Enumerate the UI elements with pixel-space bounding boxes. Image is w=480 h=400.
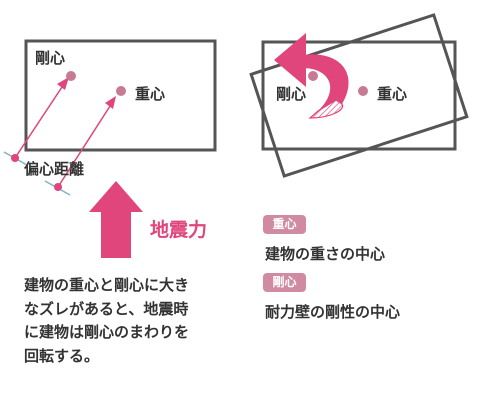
seismic-force-label: 地震力 bbox=[150, 218, 207, 241]
baseline-dot-1 bbox=[11, 154, 19, 162]
caption-line: 建物の重心と剛心に大き bbox=[24, 276, 190, 294]
building-outline-right-rotated bbox=[249, 13, 469, 178]
baseline-dot-2 bbox=[54, 183, 62, 191]
gravity-center-label-left: 重心 bbox=[135, 85, 165, 103]
rigidity-center-tag: 剛心 bbox=[263, 273, 306, 292]
rotation-arrow-head bbox=[274, 33, 306, 87]
caption-line: に建物は剛心のまわりを bbox=[24, 323, 190, 341]
building-outline-right-original bbox=[261, 40, 457, 151]
rigidity-center-label-right: 剛心 bbox=[276, 85, 306, 103]
building-outline-left bbox=[24, 39, 217, 152]
rigidity-center-dot-left bbox=[66, 71, 76, 81]
gravity-center-dot-right bbox=[358, 86, 368, 96]
gravity-center-dot-left bbox=[116, 86, 126, 96]
eccentric-arrow-shaft-2 bbox=[57, 102, 113, 188]
eccentric-arrow-head-1 bbox=[57, 77, 69, 90]
rotation-arrow-tail-hatch bbox=[308, 99, 344, 119]
gravity-center-tag: 重心 bbox=[263, 215, 306, 234]
seismic-force-arrow bbox=[89, 181, 143, 258]
gravity-center-label-right: 重心 bbox=[377, 85, 407, 103]
gravity-center-description: 建物の重さの中心 bbox=[265, 245, 386, 263]
eccentric-arrow-head-2 bbox=[105, 96, 116, 109]
rigidity-center-description: 耐力壁の剛性の中心 bbox=[265, 303, 401, 321]
eccentric-distance-label: 偏心距離 bbox=[24, 160, 84, 178]
rigidity-center-dot-right bbox=[308, 71, 318, 81]
caption-line: なズレがあると、地震時 bbox=[24, 299, 189, 318]
rigidity-center-label-left: 剛心 bbox=[35, 49, 65, 67]
eccentric-arrow-shaft-1 bbox=[14, 83, 65, 159]
caption-line: 回転する。 bbox=[24, 346, 100, 365]
rotation-arrow-body bbox=[302, 54, 349, 111]
explanation-caption: 建物の重心と剛心に大き なズレがあると、地震時 に建物は剛心のまわりを 回転する… bbox=[24, 274, 239, 368]
